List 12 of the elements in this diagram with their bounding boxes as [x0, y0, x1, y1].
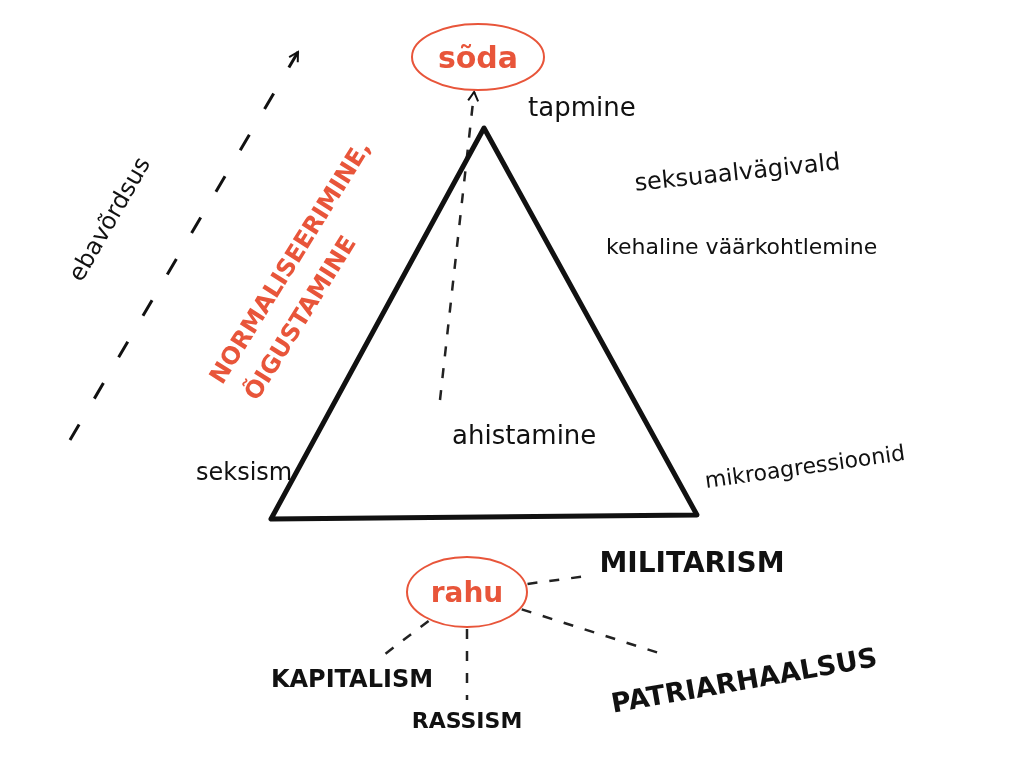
text-label: ahistamine — [452, 420, 597, 450]
text-label: seksism — [196, 458, 293, 486]
text-label: kehaline väärkohtlemine — [606, 234, 878, 259]
node-label: RASSISM — [411, 707, 523, 733]
text-label: tapmine — [528, 92, 636, 122]
text-label: seksuaalvägivald — [633, 147, 842, 197]
node-label: rahu — [430, 575, 504, 609]
node-label: sõda — [437, 39, 519, 75]
connector-line — [465, 629, 469, 700]
arrow — [438, 90, 480, 401]
node-label: KAPITALISM — [270, 665, 434, 693]
node-label: MILITARISM — [599, 545, 785, 579]
